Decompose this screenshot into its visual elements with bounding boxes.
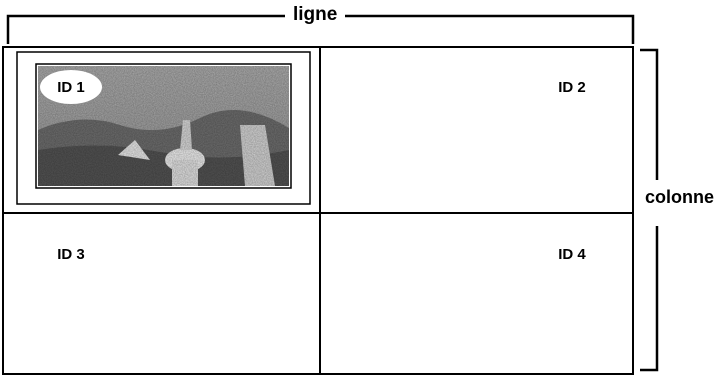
row-label: ligne (285, 4, 346, 26)
monitor-4-id-badge: ID 4 (541, 237, 603, 271)
column-bracket (640, 48, 659, 372)
column-label: colonne (643, 185, 717, 210)
monitor-1-id-badge: ID 1 (40, 70, 102, 104)
monitor-3-id-badge: ID 3 (40, 237, 102, 271)
monitor-2-id-badge: ID 2 (541, 70, 603, 104)
